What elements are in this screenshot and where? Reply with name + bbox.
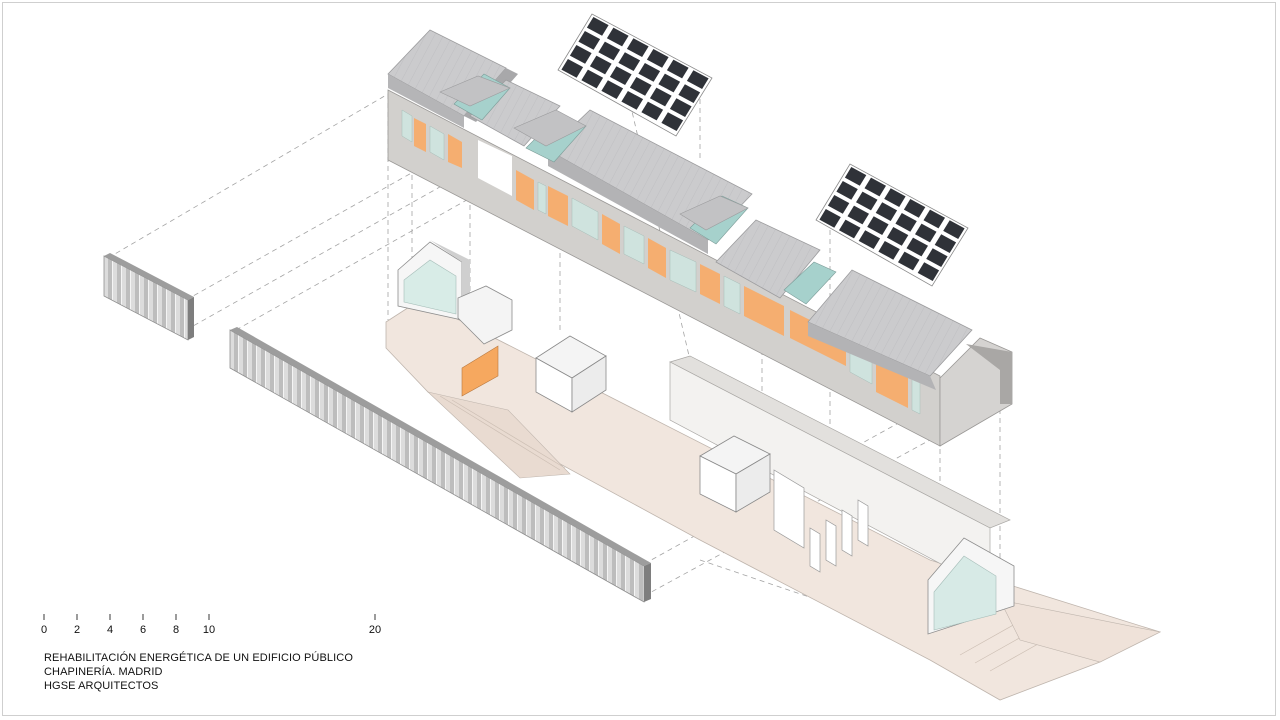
orange-door-panel [461, 345, 499, 397]
scale-tick-label: 8 [172, 624, 180, 636]
end-pavilion [927, 537, 1015, 635]
solar-cell [621, 91, 644, 110]
solar-cell [618, 52, 641, 71]
solar-cell [646, 49, 669, 68]
solar-cell [661, 112, 684, 131]
solar-cell [884, 188, 906, 207]
small-louvre-screen [103, 253, 194, 341]
solar-cell [878, 241, 900, 260]
solar-panel-array-2 [815, 163, 969, 287]
solar-cell [649, 87, 672, 107]
solar-cell [581, 69, 604, 89]
solar-cell [903, 199, 926, 218]
project-location: CHAPINERÍA. MADRID [44, 666, 163, 678]
architect-name: HGSE ARQUITECTOS [44, 680, 159, 692]
solar-cell [606, 27, 629, 47]
project-title: REHABILITACIÓN ENERGÉTICA DE UN EDIFICIO… [44, 652, 353, 664]
solar-cell [629, 77, 652, 96]
solar-cell [601, 80, 624, 99]
long-louvre-screen [229, 327, 651, 603]
box-volume-1 [535, 335, 607, 413]
solar-cell [686, 70, 709, 89]
solar-cell [856, 191, 878, 211]
entrance-pavilion [397, 240, 513, 345]
solar-cell [641, 101, 664, 121]
solar-cell [669, 98, 692, 117]
solar-cell [578, 31, 601, 50]
solar-cell [839, 219, 861, 239]
scale-tick-label: 6 [139, 624, 147, 636]
solar-cell [626, 38, 649, 57]
solar-cell [847, 205, 869, 225]
solar-cell [561, 59, 584, 78]
solar-cell [943, 220, 965, 239]
solar-cell [609, 66, 632, 85]
scale-tick-label: 4 [106, 624, 114, 636]
solar-cell [586, 17, 609, 36]
solar-cell [666, 59, 689, 79]
solar-cell [598, 41, 621, 61]
solar-cell [915, 223, 937, 243]
solar-cell [886, 227, 909, 246]
solar-cell [864, 177, 886, 197]
solar-cell [569, 45, 592, 64]
solar-cell [875, 202, 898, 221]
upper-building [387, 29, 1013, 447]
solar-panel-array-1 [557, 13, 713, 137]
partitions [773, 469, 869, 573]
solar-cell [589, 55, 612, 75]
scale-tick-label: 20 [368, 624, 382, 636]
solar-cell [923, 209, 945, 229]
scale-tick-label: 2 [73, 624, 81, 636]
scale-bar [43, 614, 376, 620]
solar-cell [917, 262, 940, 281]
box-volume-2 [699, 435, 771, 513]
solar-cell [926, 248, 948, 267]
solar-cell [867, 216, 889, 235]
solar-cell [844, 167, 867, 186]
solar-cell [678, 84, 701, 103]
solar-cell [836, 181, 858, 200]
solar-cell [819, 209, 841, 228]
solar-cell [934, 234, 957, 253]
solar-cell [895, 213, 917, 232]
scale-tick-label: 10 [202, 624, 216, 636]
solar-cell [827, 195, 850, 214]
solar-cell [906, 237, 928, 257]
solar-cell [858, 230, 881, 249]
scale-tick-label: 0 [40, 624, 48, 636]
solar-cell [898, 251, 920, 271]
solar-cell [638, 63, 661, 82]
solar-cell [658, 73, 681, 93]
